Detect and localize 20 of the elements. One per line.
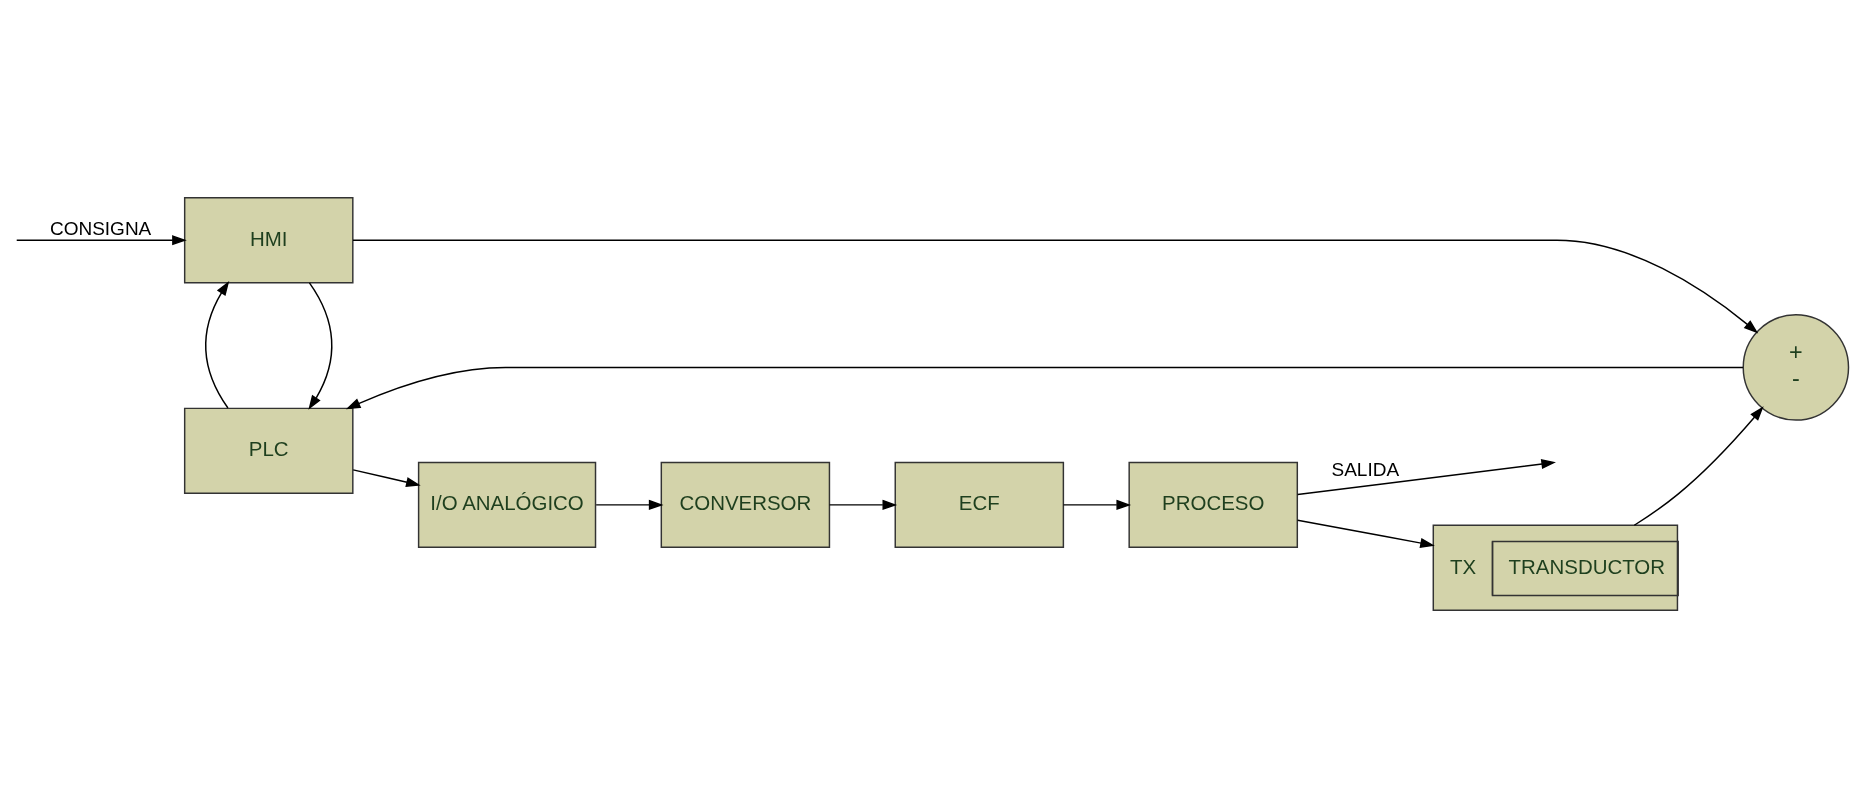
arrow <box>1062 499 1132 510</box>
arrow <box>352 469 421 488</box>
arrow <box>1296 519 1435 549</box>
arrow <box>345 366 1744 410</box>
node-box: ECF <box>894 461 1065 548</box>
arrow <box>205 281 230 409</box>
node-box: CONVERSOR <box>660 461 831 548</box>
arrow <box>1633 406 1764 526</box>
arrow <box>828 499 898 510</box>
node-box: PROCESO <box>1128 461 1299 548</box>
arrow <box>352 239 1759 334</box>
edge-label: SALIDA <box>1331 459 1400 481</box>
arrow <box>595 499 664 510</box>
arrow <box>16 235 187 246</box>
node-box: I/O ANALÓGICO <box>417 461 597 548</box>
node-box: HMI <box>183 197 354 284</box>
arrow <box>308 282 333 410</box>
edge-label: CONSIGNA <box>49 217 152 239</box>
arrow <box>1296 458 1556 496</box>
node-box: PLC <box>183 407 354 494</box>
